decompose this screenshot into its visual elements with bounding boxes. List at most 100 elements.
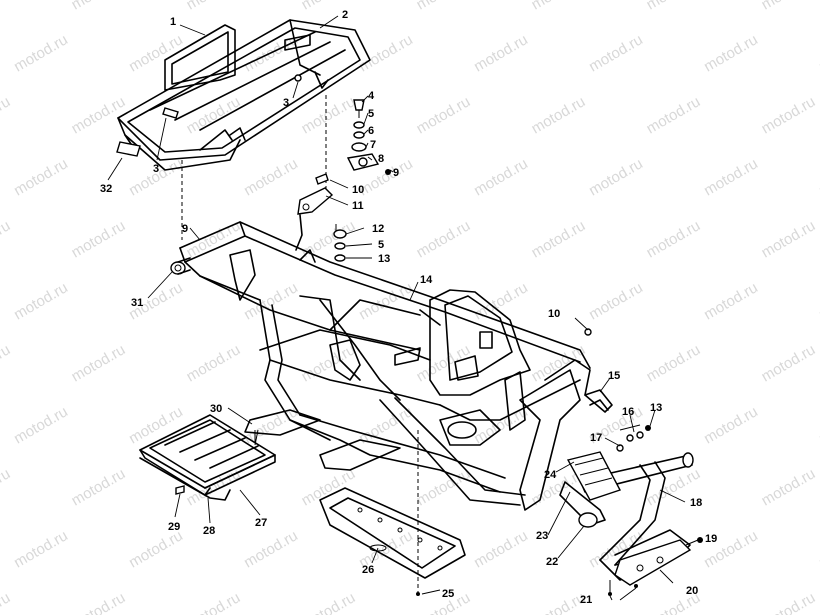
watermark-text: motod.ru <box>356 31 416 75</box>
callout-25: 25 <box>442 588 454 600</box>
bracket-10-11 <box>295 173 334 251</box>
callout-20: 20 <box>686 585 698 597</box>
watermark-text: motod.ru <box>69 465 129 509</box>
watermark-text: motod.ru <box>11 31 71 75</box>
watermark-text: motod.ru <box>759 341 819 385</box>
watermark-text: motod.ru <box>816 403 820 447</box>
leader-lines <box>107 15 686 601</box>
watermark-text: motod.ru <box>69 217 129 261</box>
callout-5: 5 <box>368 108 374 120</box>
watermark-text: motod.ru <box>299 589 359 615</box>
watermark-text: motod.ru <box>0 589 13 615</box>
watermark-text: motod.ru <box>241 155 301 199</box>
callout-12: 12 <box>372 223 384 235</box>
watermark-text: motod.ru <box>414 0 474 13</box>
watermark-text: motod.ru <box>529 93 589 137</box>
watermark-text: motod.ru <box>701 31 761 75</box>
watermark-text: motod.ru <box>816 279 820 323</box>
watermark-text: motod.ru <box>69 0 129 13</box>
callout-24: 24 <box>544 469 557 481</box>
main-frame <box>179 221 591 511</box>
callout-9: 9 <box>393 167 399 179</box>
watermark-text: motod.ru <box>759 93 819 137</box>
callout-7: 7 <box>370 139 376 151</box>
watermark-text: motod.ru <box>644 341 704 385</box>
watermark-text: motod.ru <box>69 93 129 137</box>
watermark-text: motod.ru <box>701 279 761 323</box>
watermark-text: motod.ru <box>644 93 704 137</box>
watermark-text: motod.ru <box>816 527 820 571</box>
callout-21: 21 <box>580 594 592 606</box>
watermark-text: motod.ru <box>69 341 129 385</box>
callout-23: 23 <box>536 530 548 542</box>
callout-30: 30 <box>210 403 222 415</box>
watermark-text: motod.ru <box>0 217 13 261</box>
bolts <box>175 430 638 596</box>
watermark-text: motod.ru <box>471 155 531 199</box>
callout-22: 22 <box>546 556 558 568</box>
watermark-text: motod.ru <box>529 217 589 261</box>
watermark-text: motod.ru <box>126 403 186 447</box>
reflector-32 <box>116 141 141 157</box>
watermark-text: motod.ru <box>644 217 704 261</box>
callout-31: 31 <box>131 297 143 309</box>
watermark-text: motod.ru <box>816 31 820 75</box>
footrest-left <box>139 414 276 501</box>
watermark-text: motod.ru <box>184 0 244 13</box>
watermark-text: motod.ru <box>759 217 819 261</box>
watermark-text: motod.ru <box>759 0 819 13</box>
rear-rack <box>117 19 371 171</box>
watermark-text: motod.ru <box>471 527 531 571</box>
watermark-text: motod.ru <box>759 589 819 615</box>
watermark-text: motod.ru <box>586 279 646 323</box>
callout-19: 19 <box>705 533 717 545</box>
callout-32: 32 <box>100 183 112 195</box>
callout-13: 13 <box>650 402 662 414</box>
callout-29: 29 <box>168 521 180 533</box>
watermark-text: motod.ru <box>701 403 761 447</box>
watermark-text: motod.ru <box>471 279 531 323</box>
callout-13: 13 <box>378 253 390 265</box>
callout-3: 3 <box>153 163 159 175</box>
watermark-text: motod.ru <box>126 527 186 571</box>
callout-labels: 1 2 3 3 4 5 6 7 8 9 9 10 10 11 12 5 13 1… <box>100 9 717 606</box>
watermark-text: motod.ru <box>184 341 244 385</box>
skid-plate <box>319 430 466 592</box>
watermark-text: motod.ru <box>586 155 646 199</box>
grommet-31 <box>170 257 191 275</box>
rack-hardware <box>116 74 302 157</box>
watermark-text: motod.ru <box>759 465 819 509</box>
watermark-text: motod.ru <box>11 527 71 571</box>
watermark-text: motod.ru <box>0 0 13 13</box>
hardware-12-5-13 <box>333 224 347 262</box>
callout-15: 15 <box>608 370 620 382</box>
watermark-text: motod.ru <box>816 155 820 199</box>
watermark-text: motod.ru <box>0 465 13 509</box>
callout-9: 9 <box>182 223 188 235</box>
callout-17: 17 <box>590 432 602 444</box>
callout-16: 16 <box>622 406 634 418</box>
callout-3: 3 <box>283 97 289 109</box>
watermark-text: motod.ru <box>299 93 359 137</box>
watermark-text: motod.ru <box>299 217 359 261</box>
watermark-text: motod.ru <box>414 93 474 137</box>
watermark-text: motod.ru <box>299 0 359 13</box>
watermark-text: motod.ru <box>299 465 359 509</box>
callout-28: 28 <box>203 525 215 537</box>
watermark-text: motod.ru <box>241 527 301 571</box>
watermark-text: motod.ru <box>184 589 244 615</box>
callout-18: 18 <box>690 497 702 509</box>
callout-10: 10 <box>548 308 560 320</box>
callout-8: 8 <box>378 153 384 165</box>
watermark-text: motod.ru <box>11 403 71 447</box>
watermark-text: motod.ru <box>69 589 129 615</box>
callout-4: 4 <box>368 90 375 102</box>
callout-10: 10 <box>352 184 364 196</box>
callout-5: 5 <box>378 239 384 251</box>
callout-1: 1 <box>170 16 176 28</box>
watermark-text: motod.ru <box>11 279 71 323</box>
watermark-text: motod.ru <box>11 155 71 199</box>
callout-27: 27 <box>255 517 267 529</box>
